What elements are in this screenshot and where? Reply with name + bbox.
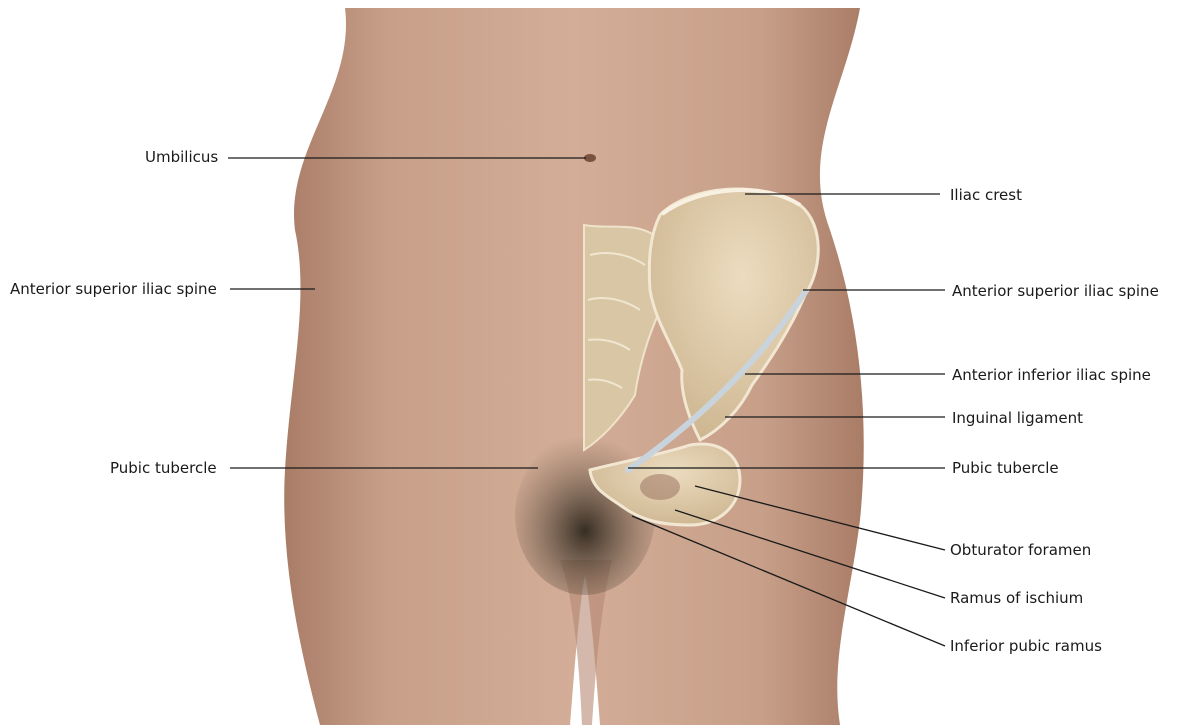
label-ramus-of-ischium: Ramus of ischium bbox=[950, 589, 1083, 607]
label-umbilicus: Umbilicus bbox=[145, 148, 218, 166]
label-pubic-tubercle-left: Pubic tubercle bbox=[110, 459, 217, 477]
label-pubic-tubercle-right: Pubic tubercle bbox=[952, 459, 1059, 477]
label-inguinal-ligament: Inguinal ligament bbox=[952, 409, 1083, 427]
label-asis-left: Anterior superior iliac spine bbox=[10, 280, 217, 298]
label-iliac-crest: Iliac crest bbox=[950, 186, 1022, 204]
label-obturator-foramen: Obturator foramen bbox=[950, 541, 1091, 559]
label-aiis: Anterior inferior iliac spine bbox=[952, 366, 1151, 384]
label-asis-right: Anterior superior iliac spine bbox=[952, 282, 1159, 300]
label-inferior-pubic-ramus: Inferior pubic ramus bbox=[950, 637, 1102, 655]
